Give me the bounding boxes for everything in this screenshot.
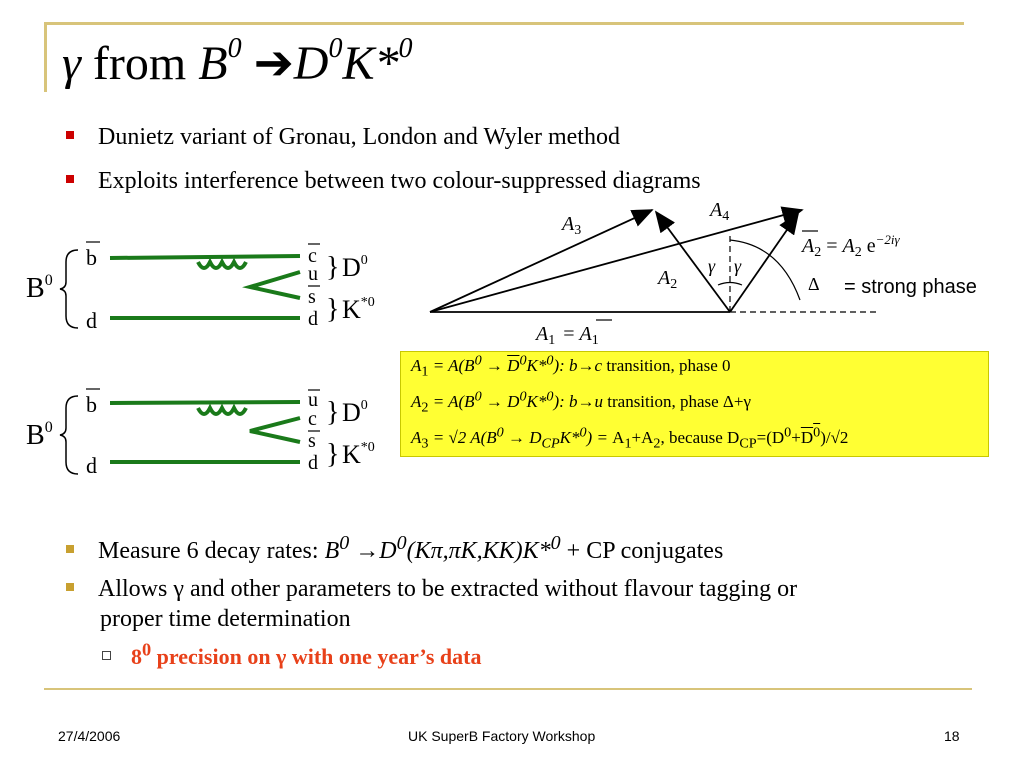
svg-text:γ: γ	[708, 256, 716, 276]
bullet-item: Exploits interference between two colour…	[66, 168, 701, 195]
bullet-square-icon	[66, 545, 74, 553]
hollow-square-bullet-icon	[102, 651, 111, 660]
svg-text:D0: D0	[342, 398, 368, 427]
definition-a1: A1 = A(B0 → D0K*0): b→c transition, phas…	[411, 352, 731, 380]
bullet-item: Dunietz variant of Gronau, London and Wy…	[66, 124, 620, 151]
svg-text:}: }	[326, 397, 339, 428]
svg-text:D0: D0	[342, 253, 368, 282]
svg-text:Δ: Δ	[808, 274, 820, 294]
a4-vector	[429, 206, 804, 313]
w-boson-line	[196, 257, 248, 270]
quark-diagram-2: B0 b d u c s d } } D0 K*0	[26, 388, 375, 478]
svg-text:B0: B0	[26, 419, 53, 451]
svg-text:d: d	[86, 453, 97, 478]
svg-text:b: b	[86, 245, 97, 270]
quark-pair-line	[249, 416, 301, 444]
bullet-square-icon	[66, 583, 74, 591]
bullet-square-icon	[66, 131, 74, 139]
footer-page-number: 18	[944, 728, 960, 744]
svg-text:= strong phase: = strong phase	[844, 276, 977, 298]
w-boson-line	[196, 403, 248, 416]
frame-vertical-rule	[44, 22, 47, 92]
amplitude-triangle-diagram: A3 A4 A2 A1= A1 γ γ A2 = A2 e−2iγ Δ = st…	[429, 199, 977, 348]
svg-text:d: d	[308, 452, 318, 474]
svg-text:b: b	[86, 392, 97, 417]
footer-date: 27/4/2006	[58, 728, 121, 744]
svg-text:c: c	[308, 408, 317, 430]
quark-pair-line	[242, 270, 301, 300]
bullet-square-icon	[66, 175, 74, 183]
sub-bullet-item: 80 precision on γ with one year’s data	[102, 641, 481, 671]
svg-text:B0: B0	[26, 272, 53, 304]
quark-diagrams: B0 b d c u s d } } D0 K*0 B0 b d u c s d…	[26, 241, 375, 478]
svg-text:K*0: K*0	[342, 295, 375, 324]
svg-text:γ: γ	[734, 256, 742, 276]
svg-text:s: s	[308, 430, 316, 452]
a3-vector	[429, 209, 654, 313]
quark-line	[109, 254, 301, 260]
strong-phase-arc	[729, 239, 801, 301]
svg-text:u: u	[308, 263, 318, 285]
a2-vector	[654, 210, 731, 313]
a2bar-vector	[729, 212, 800, 313]
bullet-item: Allows γ and other parameters to be extr…	[66, 576, 797, 603]
svg-text:d: d	[308, 308, 318, 330]
svg-text:c: c	[308, 245, 317, 267]
svg-text:d: d	[86, 308, 97, 333]
footer-rule	[44, 688, 972, 690]
svg-text:A4: A4	[708, 199, 729, 224]
definition-a3: A3 = √2 A(B0 → DCPK*0) = A1+A2, because …	[411, 424, 849, 452]
footer-title: UK SuperB Factory Workshop	[408, 728, 596, 744]
svg-text:A1= A1: A1= A1	[534, 323, 599, 348]
svg-text:K*0: K*0	[342, 440, 375, 469]
svg-text:u: u	[308, 389, 318, 411]
svg-text:s: s	[308, 286, 316, 308]
svg-text:A2: A2	[656, 267, 677, 292]
svg-text:A3: A3	[560, 213, 581, 238]
definition-a2: A2 = A(B0 → D0K*0): b→u transition, phas…	[411, 388, 751, 416]
bullet-item: Measure 6 decay rates: B0 →D0(Kπ,πK,KK)K…	[66, 533, 723, 565]
svg-text:}: }	[326, 294, 339, 325]
svg-text:A2 = A2 e−2iγ: A2 = A2 e−2iγ	[800, 232, 900, 260]
frame-horizontal-rule	[44, 22, 964, 25]
slide-title: γ from B0 ➔D0K*0	[62, 33, 413, 91]
svg-text:}: }	[326, 439, 339, 470]
bullet-item-continuation: proper time determination	[100, 606, 351, 632]
amplitude-definitions-box: A1 = A(B0 → D0K*0): b→c transition, phas…	[400, 351, 989, 457]
quark-line	[109, 400, 301, 405]
svg-text:}: }	[326, 252, 339, 283]
quark-diagram-1: B0 b d c u s d } } D0 K*0	[26, 241, 375, 333]
